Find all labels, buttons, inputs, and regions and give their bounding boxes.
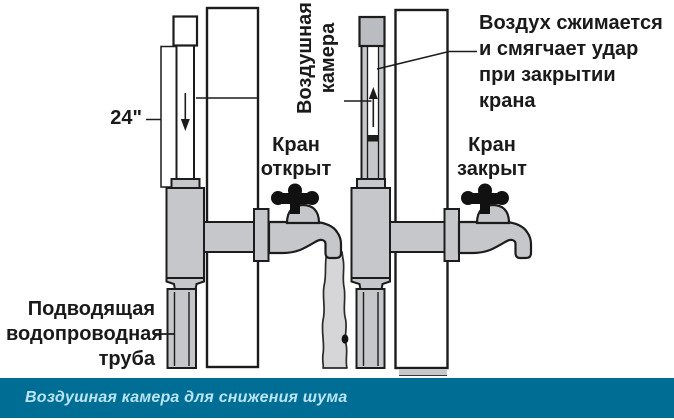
supply-pipe-label-line2: водопроводная (6, 323, 163, 345)
dimension-bracket (146, 45, 176, 188)
water-stream (321, 251, 348, 369)
tap-closed-label-line2: закрыт (457, 158, 527, 180)
wall-base-shadow (399, 369, 447, 375)
left-diagram-tap-open (146, 6, 349, 369)
left-tee-fitting (165, 178, 258, 369)
tap-open-label: Кран открыт (246, 133, 346, 181)
supply-pipe-label-line1: Подводящая (27, 298, 155, 320)
tap-open-label-line1: Кран (272, 134, 320, 156)
pipe-cap (172, 15, 199, 47)
supply-pipe-label-line3: труба (98, 348, 155, 370)
right-wall (394, 8, 449, 370)
faucet-closed (457, 182, 533, 260)
water-drop (341, 334, 349, 344)
dimension-label: 24" (110, 107, 142, 129)
air-compress-note-line3: при закрытии крана (479, 64, 616, 112)
air-chamber-label-line2: камера (317, 22, 339, 94)
faucet-open (267, 182, 343, 260)
wall-escutcheon (443, 208, 460, 262)
right-tee-fitting (350, 178, 448, 369)
up-arrow-icon (368, 87, 378, 127)
caption-bar: Воздушная камера для снижения шума (0, 378, 674, 418)
right-diagram-tap-closed (344, 8, 533, 376)
tap-closed-label-line1: Кран (468, 134, 516, 156)
air-chamber-label-line1: Воздушная (294, 2, 316, 114)
tap-closed-label: Кран закрыт (442, 133, 542, 181)
left-wall (205, 6, 260, 369)
air-chamber-label: Воздушная камера (294, 0, 340, 117)
air-compress-note-line1: Воздух сжимается (479, 12, 663, 34)
air-compress-note: Воздух сжимается и смягчает удар при зак… (479, 10, 674, 114)
down-arrow-icon (180, 93, 190, 131)
pipe-cap (358, 15, 386, 48)
tap-open-label-line2: открыт (260, 158, 332, 180)
wall-escutcheon (253, 208, 270, 262)
air-compress-leader (376, 50, 477, 70)
right-riser-pipe (358, 15, 386, 191)
water-surface (367, 135, 379, 142)
air-compress-note-line2: и смягчает удар (479, 38, 639, 60)
caption-text: Воздушная камера для снижения шума (25, 389, 348, 406)
supply-pipe-label: Подводящая водопроводная труба (6, 297, 163, 372)
